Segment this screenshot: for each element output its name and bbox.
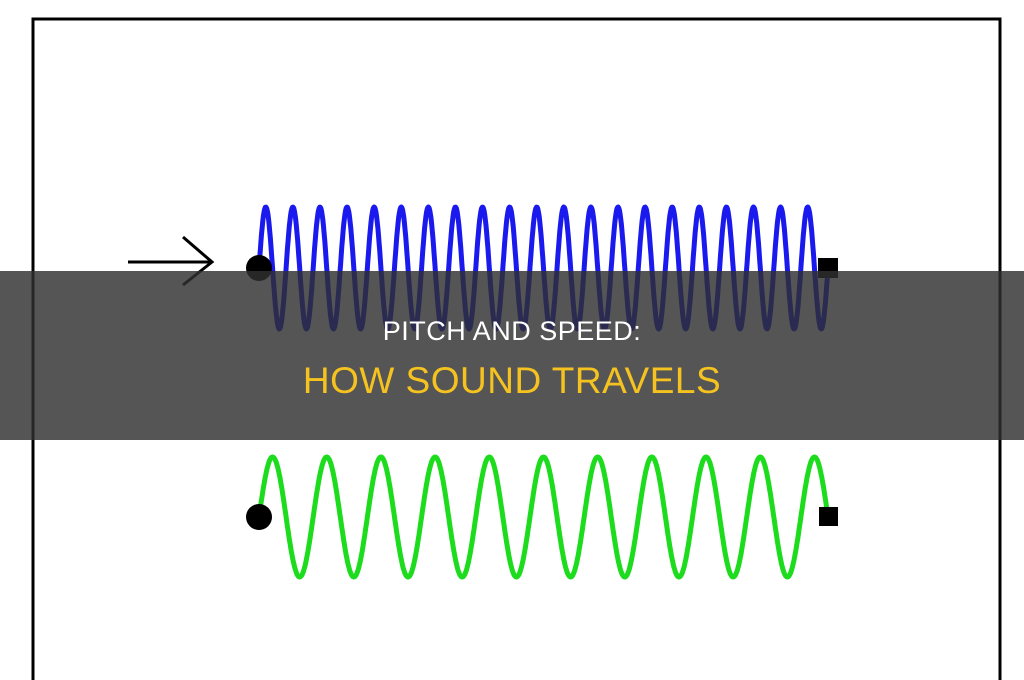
low-pitch-end-square-icon xyxy=(819,507,838,526)
title-line-2: HOW SOUND TRAVELS xyxy=(302,360,722,401)
title-line-1: PITCH AND SPEED: xyxy=(382,316,642,346)
low-pitch-start-dot-icon xyxy=(246,504,272,530)
title-overlay xyxy=(0,271,1024,440)
high-pitch-wave xyxy=(256,204,831,332)
low-pitch-wave xyxy=(256,454,831,580)
